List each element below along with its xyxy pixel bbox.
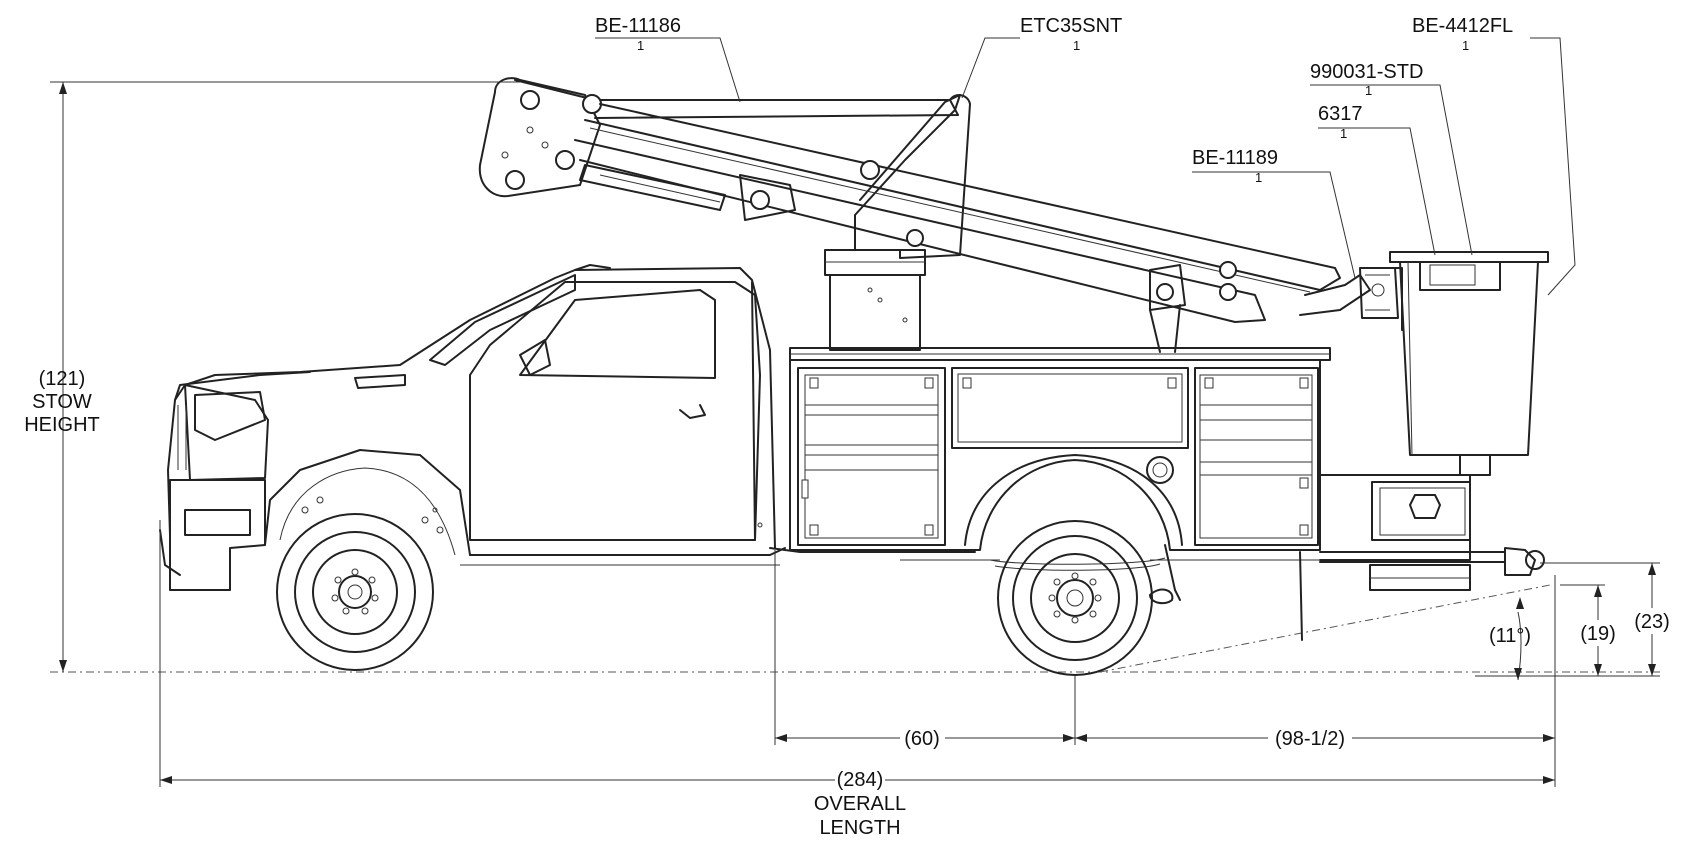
stow-height-label-line1: STOW	[32, 391, 92, 413]
rear-height-low-dimension	[1560, 584, 1605, 676]
departure-angle-dimension	[1514, 597, 1524, 681]
cab-to-axle-value: (60)	[904, 728, 940, 750]
departure-angle-value: (11°)	[1489, 625, 1531, 647]
ground-reference	[50, 584, 1660, 677]
cab-to-axle-dimension	[774, 550, 1076, 745]
callout-be-11186-label: BE-11186	[595, 15, 681, 37]
callout-be-11189-label: BE-11189	[1192, 147, 1278, 169]
callout-6317-qty: 1	[1340, 126, 1347, 141]
aerial-device	[478, 77, 1399, 353]
utility-body	[769, 347, 1545, 641]
truck-cab	[159, 264, 786, 591]
rear-height-low-value: (19)	[1580, 623, 1616, 645]
callout-be-11186-qty: 1	[637, 38, 644, 53]
overall-length-label-line2: LENGTH	[819, 817, 900, 839]
rear-height-high-dimension	[1540, 562, 1660, 676]
platform-bucket	[1389, 251, 1549, 476]
callout-990031-std-label: 990031-STD	[1310, 61, 1423, 83]
rear-height-high-value: (23)	[1634, 611, 1670, 633]
cab-rivets	[301, 496, 763, 534]
rear-wheel	[997, 520, 1153, 676]
front-wheel	[276, 513, 434, 671]
axle-to-rear-dimension	[1075, 734, 1555, 742]
callout-leaders	[595, 37, 1576, 296]
callout-be-11189-qty: 1	[1255, 170, 1262, 185]
callout-etc35snt-qty: 1	[1073, 38, 1080, 53]
stow-height-label-line2: HEIGHT	[24, 414, 100, 436]
callout-be-4412fl-qty: 1	[1462, 38, 1469, 53]
axle-to-rear-value: (98-1/2)	[1275, 728, 1345, 750]
callout-990031-std-qty: 1	[1365, 83, 1372, 98]
overall-length-dimension	[159, 520, 1556, 787]
callout-be-4412fl-label: BE-4412FL	[1412, 15, 1513, 37]
callout-6317-label: 6317	[1318, 103, 1363, 125]
callout-etc35snt-label: ETC35SNT	[1020, 15, 1122, 37]
stow-height-dimension	[50, 81, 520, 672]
overall-length-label-line1: OVERALL	[814, 793, 906, 815]
overall-length-value: (284)	[837, 769, 884, 791]
stow-height-value: (121)	[39, 368, 86, 390]
